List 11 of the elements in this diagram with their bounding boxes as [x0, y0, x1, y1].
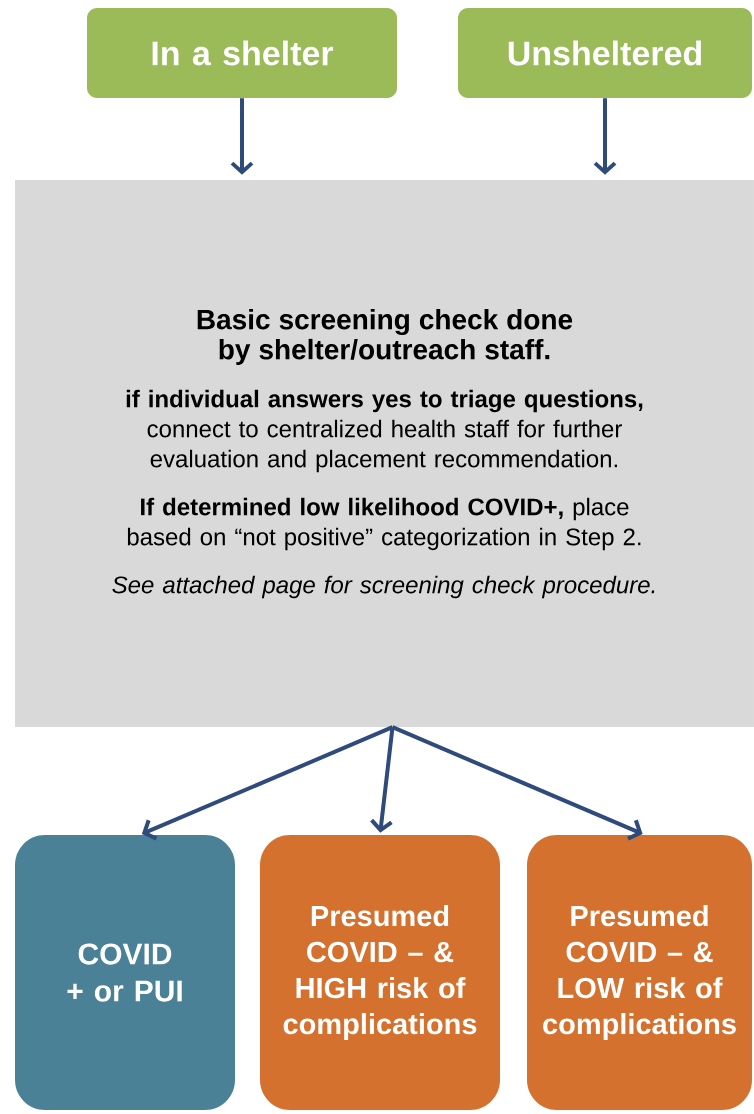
arrow: [141, 725, 394, 841]
outcome-box: COVID + or PUI: [15, 835, 235, 1110]
outcome-box: Presumed COVID – & HIGH risk of complications: [260, 835, 500, 1110]
category-box: Unsheltered: [458, 8, 752, 98]
category-box: In a shelter: [87, 8, 397, 98]
arrow: [230, 98, 254, 175]
screening-box: Basic screening check done by shelter/outreach staff. if individual answers yes to triage questions, connect to centralized health staff for further evaluation and placement recommendation. If determined low likelihood COVID+, place based on “not positive” categorization in Step 2. See attached page for screening check procedure.: [15, 180, 754, 727]
arrow: [593, 98, 617, 175]
arrow: [370, 726, 395, 833]
outcome-box: Presumed COVID – & LOW risk of complications: [527, 835, 752, 1110]
arrow: [391, 725, 643, 841]
